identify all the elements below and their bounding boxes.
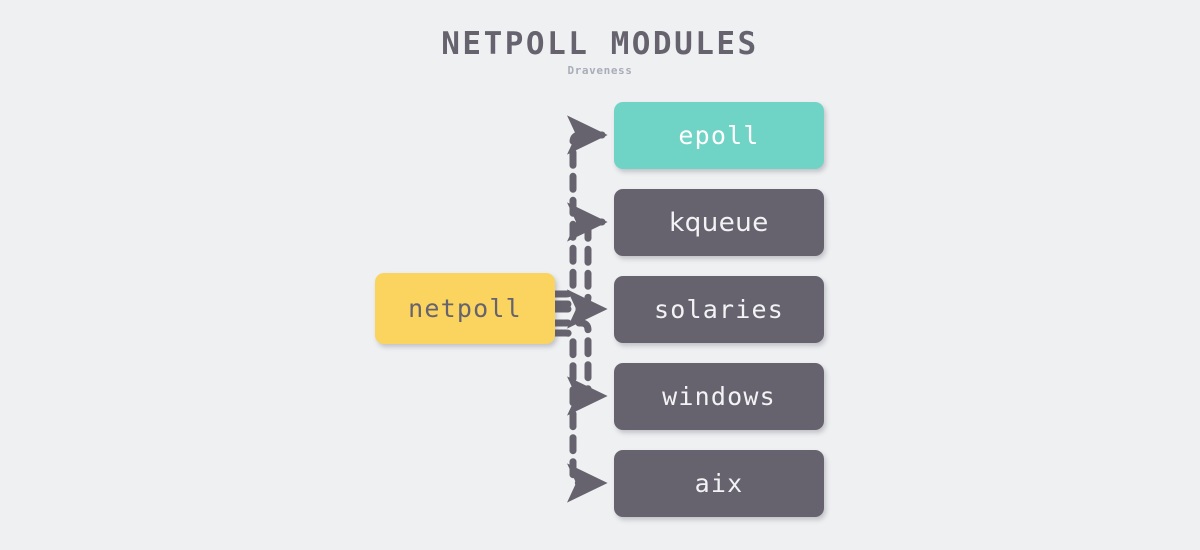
node-epoll[interactable]: epoll: [614, 102, 824, 169]
edge-netpoll-aix: [551, 329, 608, 503]
node-netpoll[interactable]: netpoll: [375, 273, 555, 344]
node-kqueue-label: kqueue: [669, 207, 769, 238]
node-kqueue[interactable]: kqueue: [614, 189, 824, 256]
node-solaries[interactable]: solaries: [614, 276, 824, 343]
node-windows[interactable]: windows: [614, 363, 824, 430]
node-windows-label: windows: [662, 382, 776, 411]
edge-netpoll-windows: [551, 319, 608, 416]
node-netpoll-label: netpoll: [408, 294, 522, 323]
page-title: NETPOLL MODULES: [441, 26, 759, 62]
node-aix-label: aix: [694, 469, 744, 498]
edge-netpoll-epoll: [551, 115, 608, 298]
node-aix[interactable]: aix: [614, 450, 824, 517]
node-epoll-label: epoll: [678, 121, 760, 150]
node-solaries-label: solaries: [653, 295, 784, 324]
page-subtitle: Draveness: [567, 64, 633, 77]
